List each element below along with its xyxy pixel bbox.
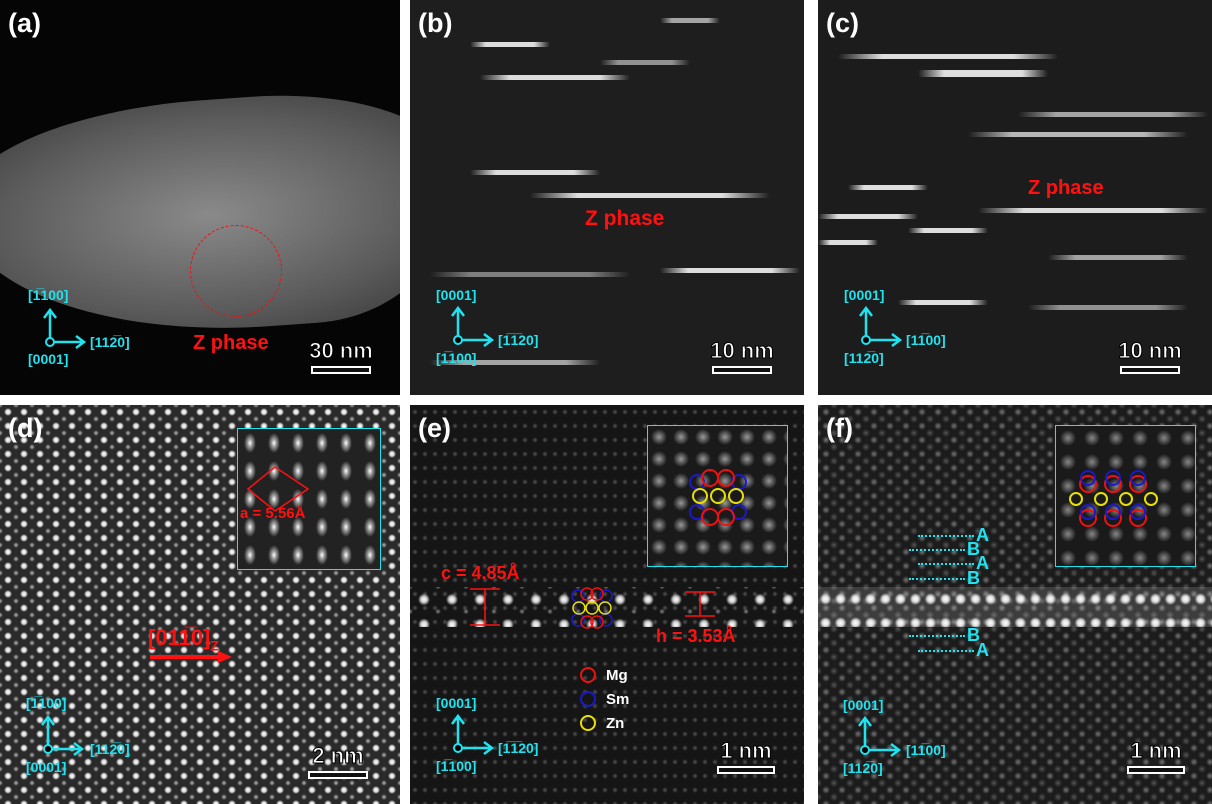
axis-up-label: [1̅100] bbox=[26, 695, 67, 711]
h-parameter: h = 3.53Å bbox=[656, 626, 736, 646]
panel-label: (c) bbox=[826, 8, 859, 38]
lattice-parameter: a = 5.56Å bbox=[240, 505, 306, 522]
scale-bar: 1 nm bbox=[716, 738, 776, 774]
atom-model-icon bbox=[1069, 470, 1158, 527]
axis-right-label: [112̅0] bbox=[90, 334, 130, 350]
scale-bar: 2 nm bbox=[302, 743, 374, 779]
panel-e: (e) c = 4.85Å h = 3.53Å Mg Sm Zn [0001] … bbox=[410, 405, 804, 804]
scale-bar: 30 nm bbox=[305, 338, 377, 374]
axis-arrows-icon bbox=[858, 715, 902, 757]
axis-up-label: [0001] bbox=[843, 697, 884, 713]
unit-cell-rhombus bbox=[246, 466, 310, 512]
z-phase-circle bbox=[190, 225, 282, 317]
axis-right-label: [1̅1̅20] bbox=[498, 332, 539, 348]
fft-inset: a = 5.56Å bbox=[237, 428, 381, 570]
scale-bar: 10 nm bbox=[1114, 338, 1186, 374]
structure-overlay bbox=[470, 587, 715, 629]
structure-inset bbox=[647, 425, 788, 567]
phase-label: Z phase bbox=[193, 332, 269, 354]
direction-label: [011̅0]Z bbox=[148, 625, 219, 654]
panel-label: (b) bbox=[418, 8, 453, 38]
axis-up-label: [0001] bbox=[436, 287, 477, 303]
stack-line: B bbox=[909, 539, 980, 560]
axis-arrows-icon bbox=[43, 307, 87, 349]
panel-label: (d) bbox=[8, 413, 43, 443]
axis-up-label: [0001] bbox=[844, 287, 885, 303]
stack-line: A bbox=[918, 553, 989, 574]
stack-line: B bbox=[909, 625, 980, 646]
direction-arrow-icon bbox=[150, 651, 232, 663]
panel-b: (b) Z phase [0001] [1̅1̅20] [1̅100] 10 n… bbox=[410, 0, 804, 395]
element-legend: Mg Sm Zn bbox=[580, 663, 629, 735]
axis-center-label: [0001] bbox=[28, 351, 69, 367]
panel-a: (a) Z phase [1̅100] [112̅0] [0001] 30 nm bbox=[0, 0, 400, 395]
legend-item-sm: Sm bbox=[580, 687, 629, 711]
legend-item-zn: Zn bbox=[580, 711, 629, 735]
c-parameter: c = 4.85Å bbox=[441, 563, 520, 583]
phase-label: Z phase bbox=[585, 207, 665, 230]
scale-bar: 1 nm bbox=[1126, 738, 1186, 774]
axis-center-label: [112̅0] bbox=[843, 760, 883, 776]
atom-model-icon bbox=[689, 469, 747, 526]
legend-item-mg: Mg bbox=[580, 663, 629, 687]
axis-arrows-icon bbox=[859, 305, 903, 347]
panel-label: (f) bbox=[826, 413, 853, 443]
axis-right-label: [1̅1̅20] bbox=[498, 740, 539, 756]
z-phase-layer bbox=[818, 587, 1212, 627]
axis-right-label: [11̅00] bbox=[906, 742, 946, 758]
z-phase-layer bbox=[410, 587, 804, 627]
phase-label: Z phase bbox=[1028, 177, 1104, 199]
axis-center-label: [112̅0] bbox=[844, 350, 884, 366]
axis-center-label: [1̅100] bbox=[436, 758, 477, 774]
axis-arrows-icon bbox=[451, 305, 495, 347]
panel-label: (e) bbox=[418, 413, 451, 443]
structure-inset bbox=[1055, 425, 1196, 567]
axis-up-label: [1̅100] bbox=[28, 287, 69, 303]
stack-line: A bbox=[918, 525, 989, 546]
axis-right-label: [112̅0] bbox=[90, 741, 130, 757]
grain-region bbox=[0, 82, 400, 348]
stack-line: B bbox=[909, 568, 980, 589]
axis-center-label: [1̅100] bbox=[436, 350, 477, 366]
panel-d: a = 5.56Å (d) [011̅0]Z [1̅100] [112̅0] [… bbox=[0, 405, 400, 804]
axis-center-label: [0001] bbox=[26, 759, 67, 775]
stack-line: A bbox=[918, 640, 989, 661]
panel-f: (f) A B A B B A [0001] [11̅00] [112̅0] 1… bbox=[818, 405, 1212, 804]
axis-up-label: [0001] bbox=[436, 695, 477, 711]
axis-arrows-icon bbox=[41, 714, 85, 756]
panel-label: (a) bbox=[8, 8, 41, 38]
panel-c: (c) Z phase [0001] [11̅00] [112̅0] 10 nm bbox=[818, 0, 1212, 395]
scale-bar: 10 nm bbox=[706, 338, 778, 374]
axis-arrows-icon bbox=[451, 713, 495, 755]
axis-right-label: [11̅00] bbox=[906, 332, 946, 348]
